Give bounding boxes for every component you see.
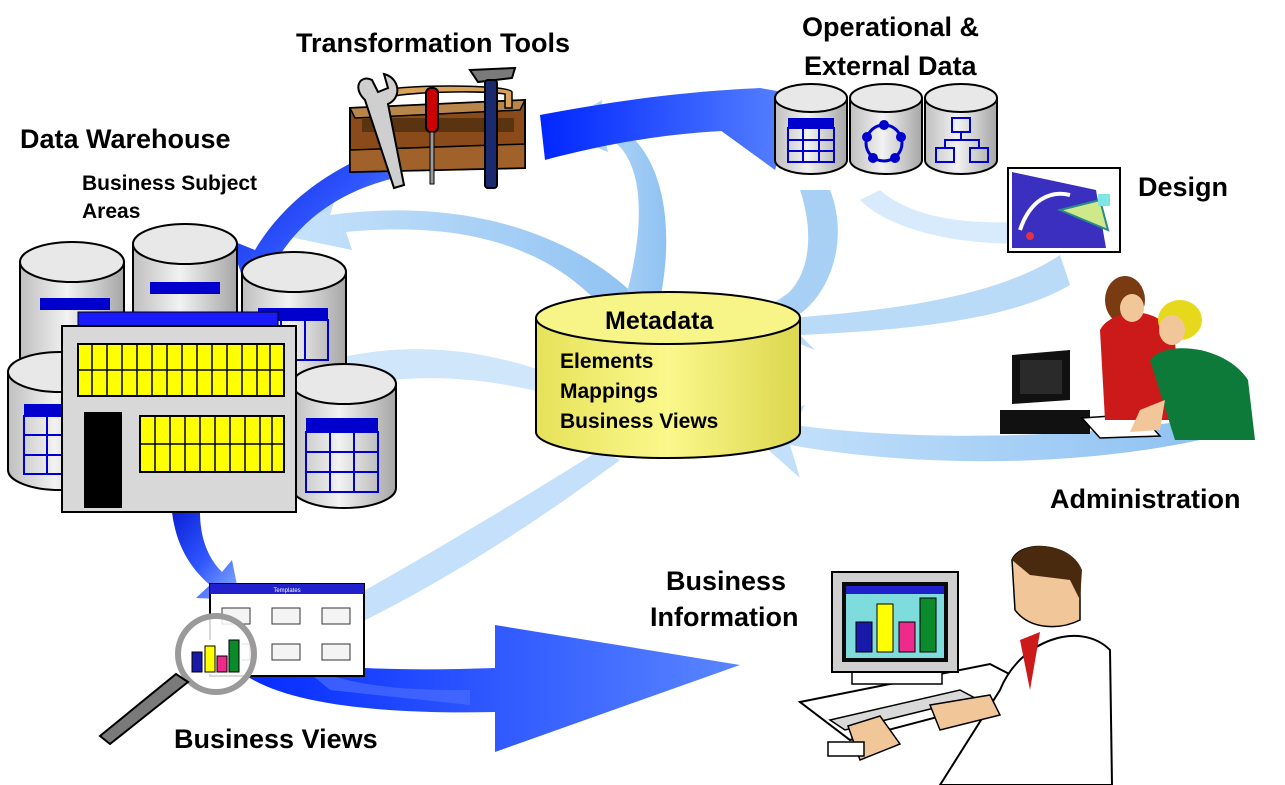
toolbox-icon (348, 66, 527, 190)
metadata-item-elements: Elements (560, 350, 654, 373)
design-to-metadata-arrow (745, 255, 1070, 350)
admin-to-metadata-arrow (740, 405, 1200, 478)
design-drawing-icon (1007, 167, 1121, 253)
operational-external-label-line2: External Data (804, 51, 977, 81)
business-information-label-line1: Business (666, 566, 787, 596)
man-at-computer-icon (797, 545, 1114, 785)
views-to-information-arrow-inner (300, 665, 470, 705)
warehouse-to-metadata-arrow (330, 349, 540, 392)
magnifier-template-icon: Templates (98, 583, 365, 746)
metadata-to-tools-arrow (552, 100, 667, 300)
transformation-tools-label: Transformation Tools (296, 28, 571, 58)
business-subject-areas-label-line1: Business Subject (82, 172, 258, 195)
warehouse-building (61, 311, 297, 513)
metadata-to-warehouse-arrow (280, 196, 640, 305)
operational-external-label-line1: Operational & (802, 12, 980, 42)
data-warehouse-label: Data Warehouse (20, 124, 231, 154)
metadata-item-mappings: Mappings (560, 380, 658, 403)
metadata-flow-arrows (280, 100, 1060, 630)
warehouse-to-views-arrow (172, 512, 240, 600)
ops-to-metadata-arrow (780, 190, 838, 320)
template-window-title: Templates (273, 588, 300, 594)
metadata-to-views-arrow (330, 450, 620, 630)
operational-table-cylinder (774, 83, 848, 175)
metadata-item-business-views: Business Views (560, 410, 719, 433)
metadata-title: Metadata (605, 307, 714, 335)
external-to-tools-arrow (540, 88, 800, 170)
views-to-information-arrow (220, 625, 740, 752)
design-label: Design (1138, 172, 1229, 202)
operational-hierarchy-cylinder (924, 83, 998, 175)
data-warehouse-icon (7, 223, 397, 513)
subject-area-cylinder (291, 363, 397, 509)
administrators-at-computer-icon (1000, 276, 1255, 440)
metadata-repository (535, 291, 801, 459)
operational-data-cylinders (774, 83, 998, 175)
operational-network-cylinder (849, 83, 923, 175)
business-views-label: Business Views (174, 724, 378, 754)
business-subject-areas-label-line2: Areas (82, 200, 141, 223)
administration-label: Administration (1050, 484, 1241, 514)
business-information-label-line2: Information (650, 602, 799, 632)
